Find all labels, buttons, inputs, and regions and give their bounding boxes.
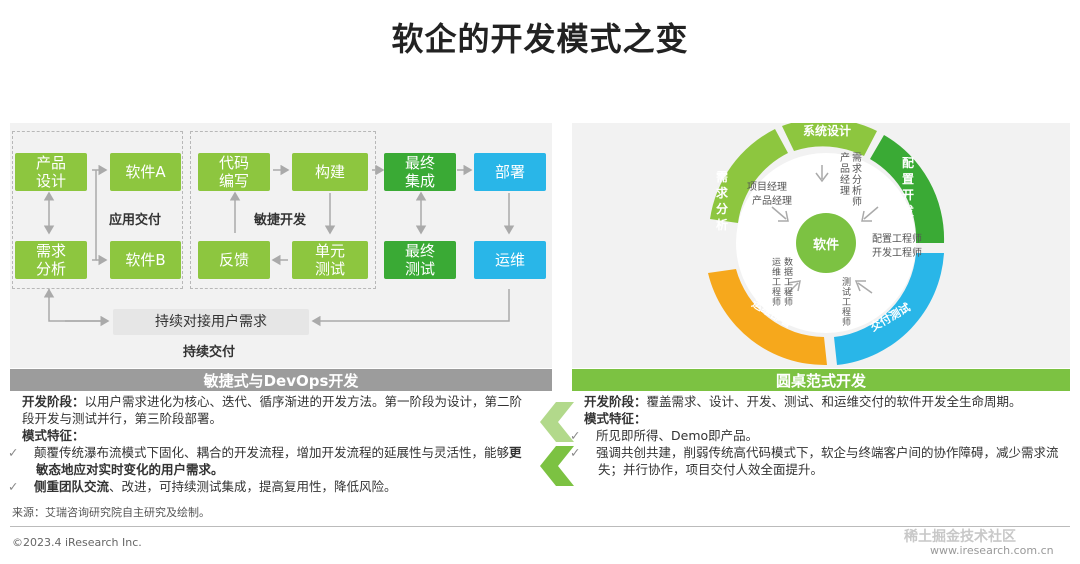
- requirement-analysis-box: 需求 分析: [15, 241, 87, 279]
- feedback-box: 反馈: [198, 241, 270, 279]
- role-ops: 运维工程师: [772, 258, 782, 308]
- roundtable-bar: 圆桌范式开发: [572, 369, 1070, 391]
- final-integration-box: 最终 集成: [384, 153, 456, 191]
- right-stage-text: 覆盖需求、设计、开发、测试、和运维交付的软件开发全生命周期。: [646, 394, 1022, 409]
- ring-segment-top: [782, 123, 877, 156]
- agile-devops-panel: 产品 设计 需求 分析 软件A 软件B 应用交付 代码 编写 构建 反馈 单元 …: [10, 123, 552, 368]
- role-ce: 配置工程师: [872, 234, 922, 245]
- role-pm: 项目经理: [747, 182, 787, 193]
- code-writing-box: 代码 编写: [198, 153, 270, 191]
- left-stage-text: 以用户需求进化为核心、迭代、循序渐进的开发方法。第一阶段为设计，第二阶段开发与测…: [22, 394, 523, 426]
- left-feature-head: 模式特征：: [22, 428, 85, 443]
- left-feature-1-emph: 更敏态地应对实时变化的用户需求。: [36, 445, 522, 477]
- right-feature-2: 强调共创共建，削弱传统高代码模式下，软企与终端客户间的协作障碍，减少需求流失；并…: [596, 445, 1059, 477]
- ring-label-requirement: 需求分析: [716, 170, 729, 232]
- flow-arrows: [43, 164, 515, 327]
- left-feature-2: 、改进，可持续测试集成，提高复用性，降低风险。: [109, 479, 397, 494]
- footer-divider: [10, 526, 1070, 527]
- left-description: 开发阶段：以用户需求进化为核心、迭代、循序渐进的开发方法。第一阶段为设计，第二阶…: [8, 394, 523, 494]
- role-data: 数据工程师: [784, 258, 794, 308]
- ops-box: 运维: [474, 241, 546, 279]
- ring-segment-bottom-right: [834, 253, 944, 365]
- roundtable-ring-diagram: [708, 123, 945, 366]
- center-label-software: 软件: [812, 238, 839, 253]
- agile-dev-label: 敏捷开发: [254, 213, 307, 228]
- final-test-box: 最终 测试: [384, 241, 456, 279]
- ring-label-config-dev: 配置开发: [902, 156, 915, 218]
- left-feature-2-emph: 侧重团队交流: [34, 479, 110, 494]
- app-delivery-group: [12, 131, 183, 289]
- continuous-delivery-label: 持续交付: [183, 345, 236, 360]
- role-ra-vertical: 需求分析师: [852, 153, 862, 208]
- agile-dev-group: [190, 131, 376, 289]
- role-pd-vertical: 产品经理: [840, 153, 850, 197]
- continuous-user-needs-box: 持续对接用户需求: [113, 309, 309, 335]
- deploy-box: 部署: [474, 153, 546, 191]
- ring-segment-bottom-left: [708, 269, 827, 366]
- role-de: 开发工程师: [872, 248, 922, 259]
- build-box: 构建: [292, 153, 368, 191]
- ring-label-system-design: 系统设计: [802, 124, 851, 138]
- website: www.iresearch.com.cn: [930, 544, 1054, 557]
- ring-segment-left: [710, 129, 788, 223]
- chevron-arrow-icon: [540, 402, 574, 486]
- product-design-box: 产品 设计: [15, 153, 87, 191]
- watermark: 稀土掘金技术社区: [904, 529, 1016, 545]
- right-stage-head: 开发阶段：: [584, 394, 647, 409]
- role-te: 测试工程师: [842, 278, 852, 328]
- page-title: 软企的开发模式之变: [391, 20, 689, 58]
- app-delivery-label: 应用交付: [109, 213, 162, 228]
- right-feature-1: 所见即所得、Demo即产品。: [596, 428, 759, 443]
- right-description: 开发阶段：覆盖需求、设计、开发、测试、和运维交付的软件开发全生命周期。 模式特征…: [570, 394, 1059, 477]
- ring-segment-right: [870, 135, 945, 243]
- unit-test-box: 单元 测试: [292, 241, 368, 279]
- software-a-box: 软件A: [110, 153, 181, 191]
- agile-devops-bar: 敏捷式与DevOps开发: [10, 369, 552, 391]
- copyright: ©2023.4 iResearch Inc.: [12, 536, 142, 549]
- right-feature-head: 模式特征：: [584, 411, 647, 426]
- left-stage-head: 开发阶段：: [22, 394, 85, 409]
- software-b-box: 软件B: [110, 241, 181, 279]
- left-feature-1: 颠覆传统瀑布流模式下固化、耦合的开发流程，增加开发流程的延展性与灵活性，能够: [34, 445, 510, 460]
- role-pd: 产品经理: [752, 196, 792, 207]
- center-circle: [796, 213, 856, 273]
- source-note: 来源：艾瑞咨询研究院自主研究及绘制。: [12, 506, 210, 519]
- roundtable-panel: 系统设计 配置开发 需求分析 运维部署 交付测试 软件 项目经理 产品经理 产品…: [572, 123, 1070, 368]
